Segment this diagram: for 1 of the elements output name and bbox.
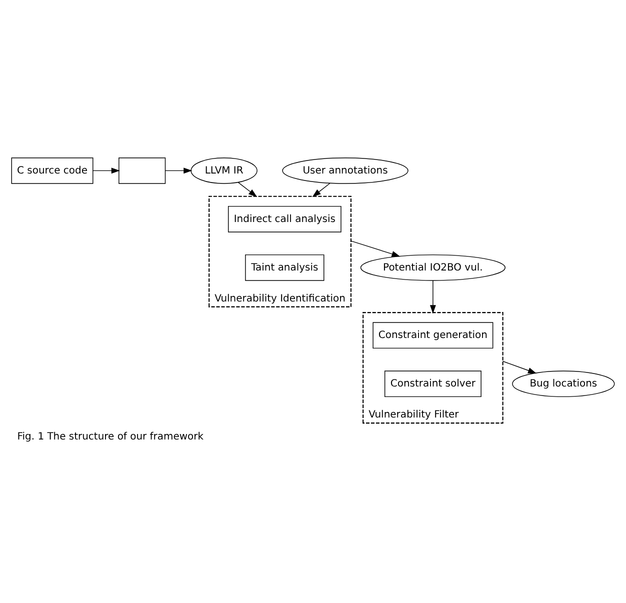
- caption: Fig. 1 The structure of our framework: [17, 432, 204, 443]
